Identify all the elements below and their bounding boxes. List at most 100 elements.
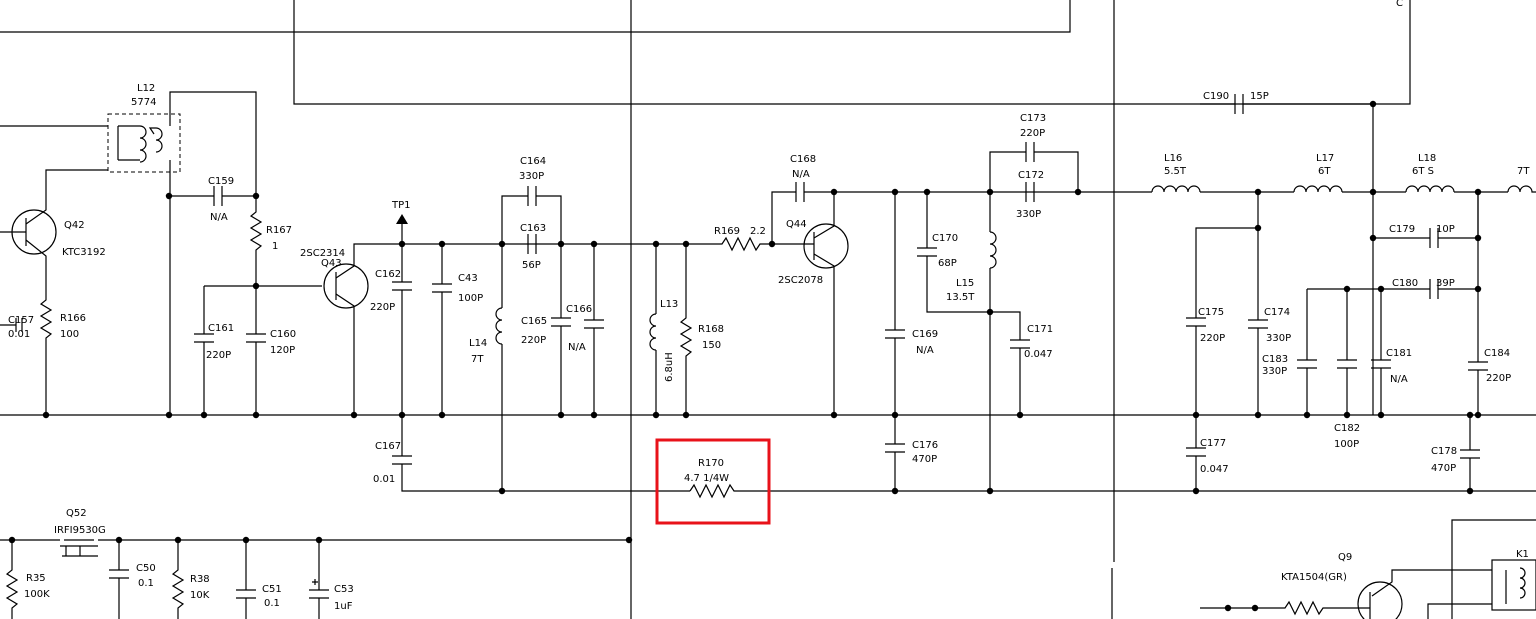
svg-text:C171: C171 <box>1027 324 1053 335</box>
svg-text:1uF: 1uF <box>334 601 353 612</box>
svg-text:2SC2314: 2SC2314 <box>300 248 345 259</box>
svg-text:C164: C164 <box>520 156 546 167</box>
svg-text:R38: R38 <box>190 574 210 585</box>
svg-text:100P: 100P <box>1334 439 1359 450</box>
svg-text:C174: C174 <box>1264 307 1290 318</box>
l14: L14 7T <box>469 244 503 491</box>
svg-text:L18: L18 <box>1418 153 1436 164</box>
lower-bus <box>401 478 1536 492</box>
svg-text:C160: C160 <box>270 329 296 340</box>
svg-text:15P: 15P <box>1250 91 1269 102</box>
svg-text:C175: C175 <box>1198 307 1224 318</box>
svg-text:0.1: 0.1 <box>138 578 154 589</box>
svg-text:N/A: N/A <box>916 345 934 356</box>
svg-text:1: 1 <box>272 241 278 252</box>
c161-c160: C161 220P C160 120P <box>194 285 322 415</box>
svg-text:C163: C163 <box>520 223 546 234</box>
l13-r168: L13 6.8uH R168 150 <box>649 244 724 415</box>
svg-text:C190: C190 <box>1203 91 1229 102</box>
q42-label: Q42 <box>64 220 85 231</box>
l12-transformer: L12 5774 <box>107 83 257 415</box>
svg-text:330P: 330P <box>519 171 544 182</box>
svg-text:0.047: 0.047 <box>1024 349 1053 360</box>
c165-c166: C165 220P C166 N/A <box>521 244 604 415</box>
svg-text:Q44: Q44 <box>786 219 807 230</box>
svg-text:L16: L16 <box>1164 153 1182 164</box>
svg-text:C161: C161 <box>208 323 234 334</box>
svg-text:6T: 6T <box>1318 166 1331 177</box>
c175-c174-c177: C175 220P C174 330P C177 0.047 <box>1186 192 1291 491</box>
svg-text:220P: 220P <box>1020 128 1045 139</box>
c169-c176: C169 N/A C176 470P <box>885 192 938 491</box>
l12-value: 5774 <box>131 97 156 108</box>
svg-text:C169: C169 <box>912 329 938 340</box>
svg-text:C183: C183 <box>1262 354 1288 365</box>
svg-text:C162: C162 <box>375 269 401 280</box>
svg-text:R35: R35 <box>26 573 46 584</box>
svg-text:C170: C170 <box>932 233 958 244</box>
svg-text:470P: 470P <box>912 454 937 465</box>
svg-text:2.2: 2.2 <box>750 226 766 237</box>
svg-text:C165: C165 <box>521 316 547 327</box>
svg-text:L13: L13 <box>660 299 678 310</box>
svg-text:L17: L17 <box>1316 153 1334 164</box>
svg-text:100K: 100K <box>24 589 50 600</box>
svg-text:220P: 220P <box>521 335 546 346</box>
svg-text:C167: C167 <box>375 441 401 452</box>
svg-text:7T: 7T <box>471 354 484 365</box>
svg-text:13.5T: 13.5T <box>946 292 975 303</box>
svg-text:100P: 100P <box>458 293 483 304</box>
svg-text:C172: C172 <box>1018 170 1044 181</box>
q9-k1-stage: Q9 KTA1504(GR) K1 <box>1200 549 1536 619</box>
svg-text:Q9: Q9 <box>1338 552 1352 563</box>
c162-c43: C162 220P C43 100P <box>370 244 483 415</box>
svg-text:0.047: 0.047 <box>1200 464 1229 475</box>
output-filter-inductors: L16 5.5T L17 6T L18 6T S 7T <box>1078 153 1536 193</box>
svg-text:7T: 7T <box>1517 166 1530 177</box>
svg-text:0.01: 0.01 <box>373 474 395 485</box>
svg-text:10P: 10P <box>1436 224 1455 235</box>
svg-text:C178: C178 <box>1431 446 1457 457</box>
svg-text:330P: 330P <box>1266 333 1291 344</box>
svg-text:C50: C50 <box>136 563 156 574</box>
c190: C190 15P <box>1200 91 1374 415</box>
r169: R169 2.2 <box>656 226 772 252</box>
svg-text:R169: R169 <box>714 226 740 237</box>
svg-text:C182: C182 <box>1334 423 1360 434</box>
svg-text:10K: 10K <box>190 590 210 601</box>
r170: R170 4.7 1/4W <box>655 438 771 525</box>
svg-text:C177: C177 <box>1200 438 1226 449</box>
svg-text:C180: C180 <box>1392 278 1418 289</box>
svg-text:2SC2078: 2SC2078 <box>778 275 823 286</box>
svg-text:6T S: 6T S <box>1412 166 1434 177</box>
c157-value: 0.01 <box>8 329 30 340</box>
svg-text:R167: R167 <box>266 225 292 236</box>
svg-text:N/A: N/A <box>792 169 810 180</box>
svg-text:C184: C184 <box>1484 348 1510 359</box>
r166-label: R166 <box>60 313 86 324</box>
c173-c172: C173 220P C172 330P <box>989 113 1079 220</box>
svg-text:56P: 56P <box>522 260 541 271</box>
svg-text:Q43: Q43 <box>321 258 342 269</box>
q44-stage: C168 N/A Q44 2SC2078 <box>771 154 1078 415</box>
svg-text:5.5T: 5.5T <box>1164 166 1187 177</box>
svg-text:220P: 220P <box>1200 333 1225 344</box>
svg-text:N/A: N/A <box>210 212 228 223</box>
svg-text:220P: 220P <box>370 302 395 313</box>
svg-text:0.1: 0.1 <box>264 598 280 609</box>
svg-text:N/A: N/A <box>1390 374 1408 385</box>
svg-text:K1: K1 <box>1516 549 1529 560</box>
svg-text:IRFI9530G: IRFI9530G <box>54 525 106 536</box>
svg-text:C173: C173 <box>1020 113 1046 124</box>
junction-dots <box>8 100 1482 612</box>
c164-c163: C164 330P C163 56P <box>501 156 562 271</box>
c167: C167 0.01 <box>373 415 412 485</box>
svg-text:120P: 120P <box>270 345 295 356</box>
svg-text:N/A: N/A <box>568 342 586 353</box>
l12-label: L12 <box>137 83 155 94</box>
c171: C171 0.047 <box>990 311 1053 415</box>
svg-text:C181: C181 <box>1386 348 1412 359</box>
r170-highlight-box <box>655 438 771 525</box>
svg-text:68P: 68P <box>938 258 957 269</box>
svg-text:150: 150 <box>702 340 721 351</box>
